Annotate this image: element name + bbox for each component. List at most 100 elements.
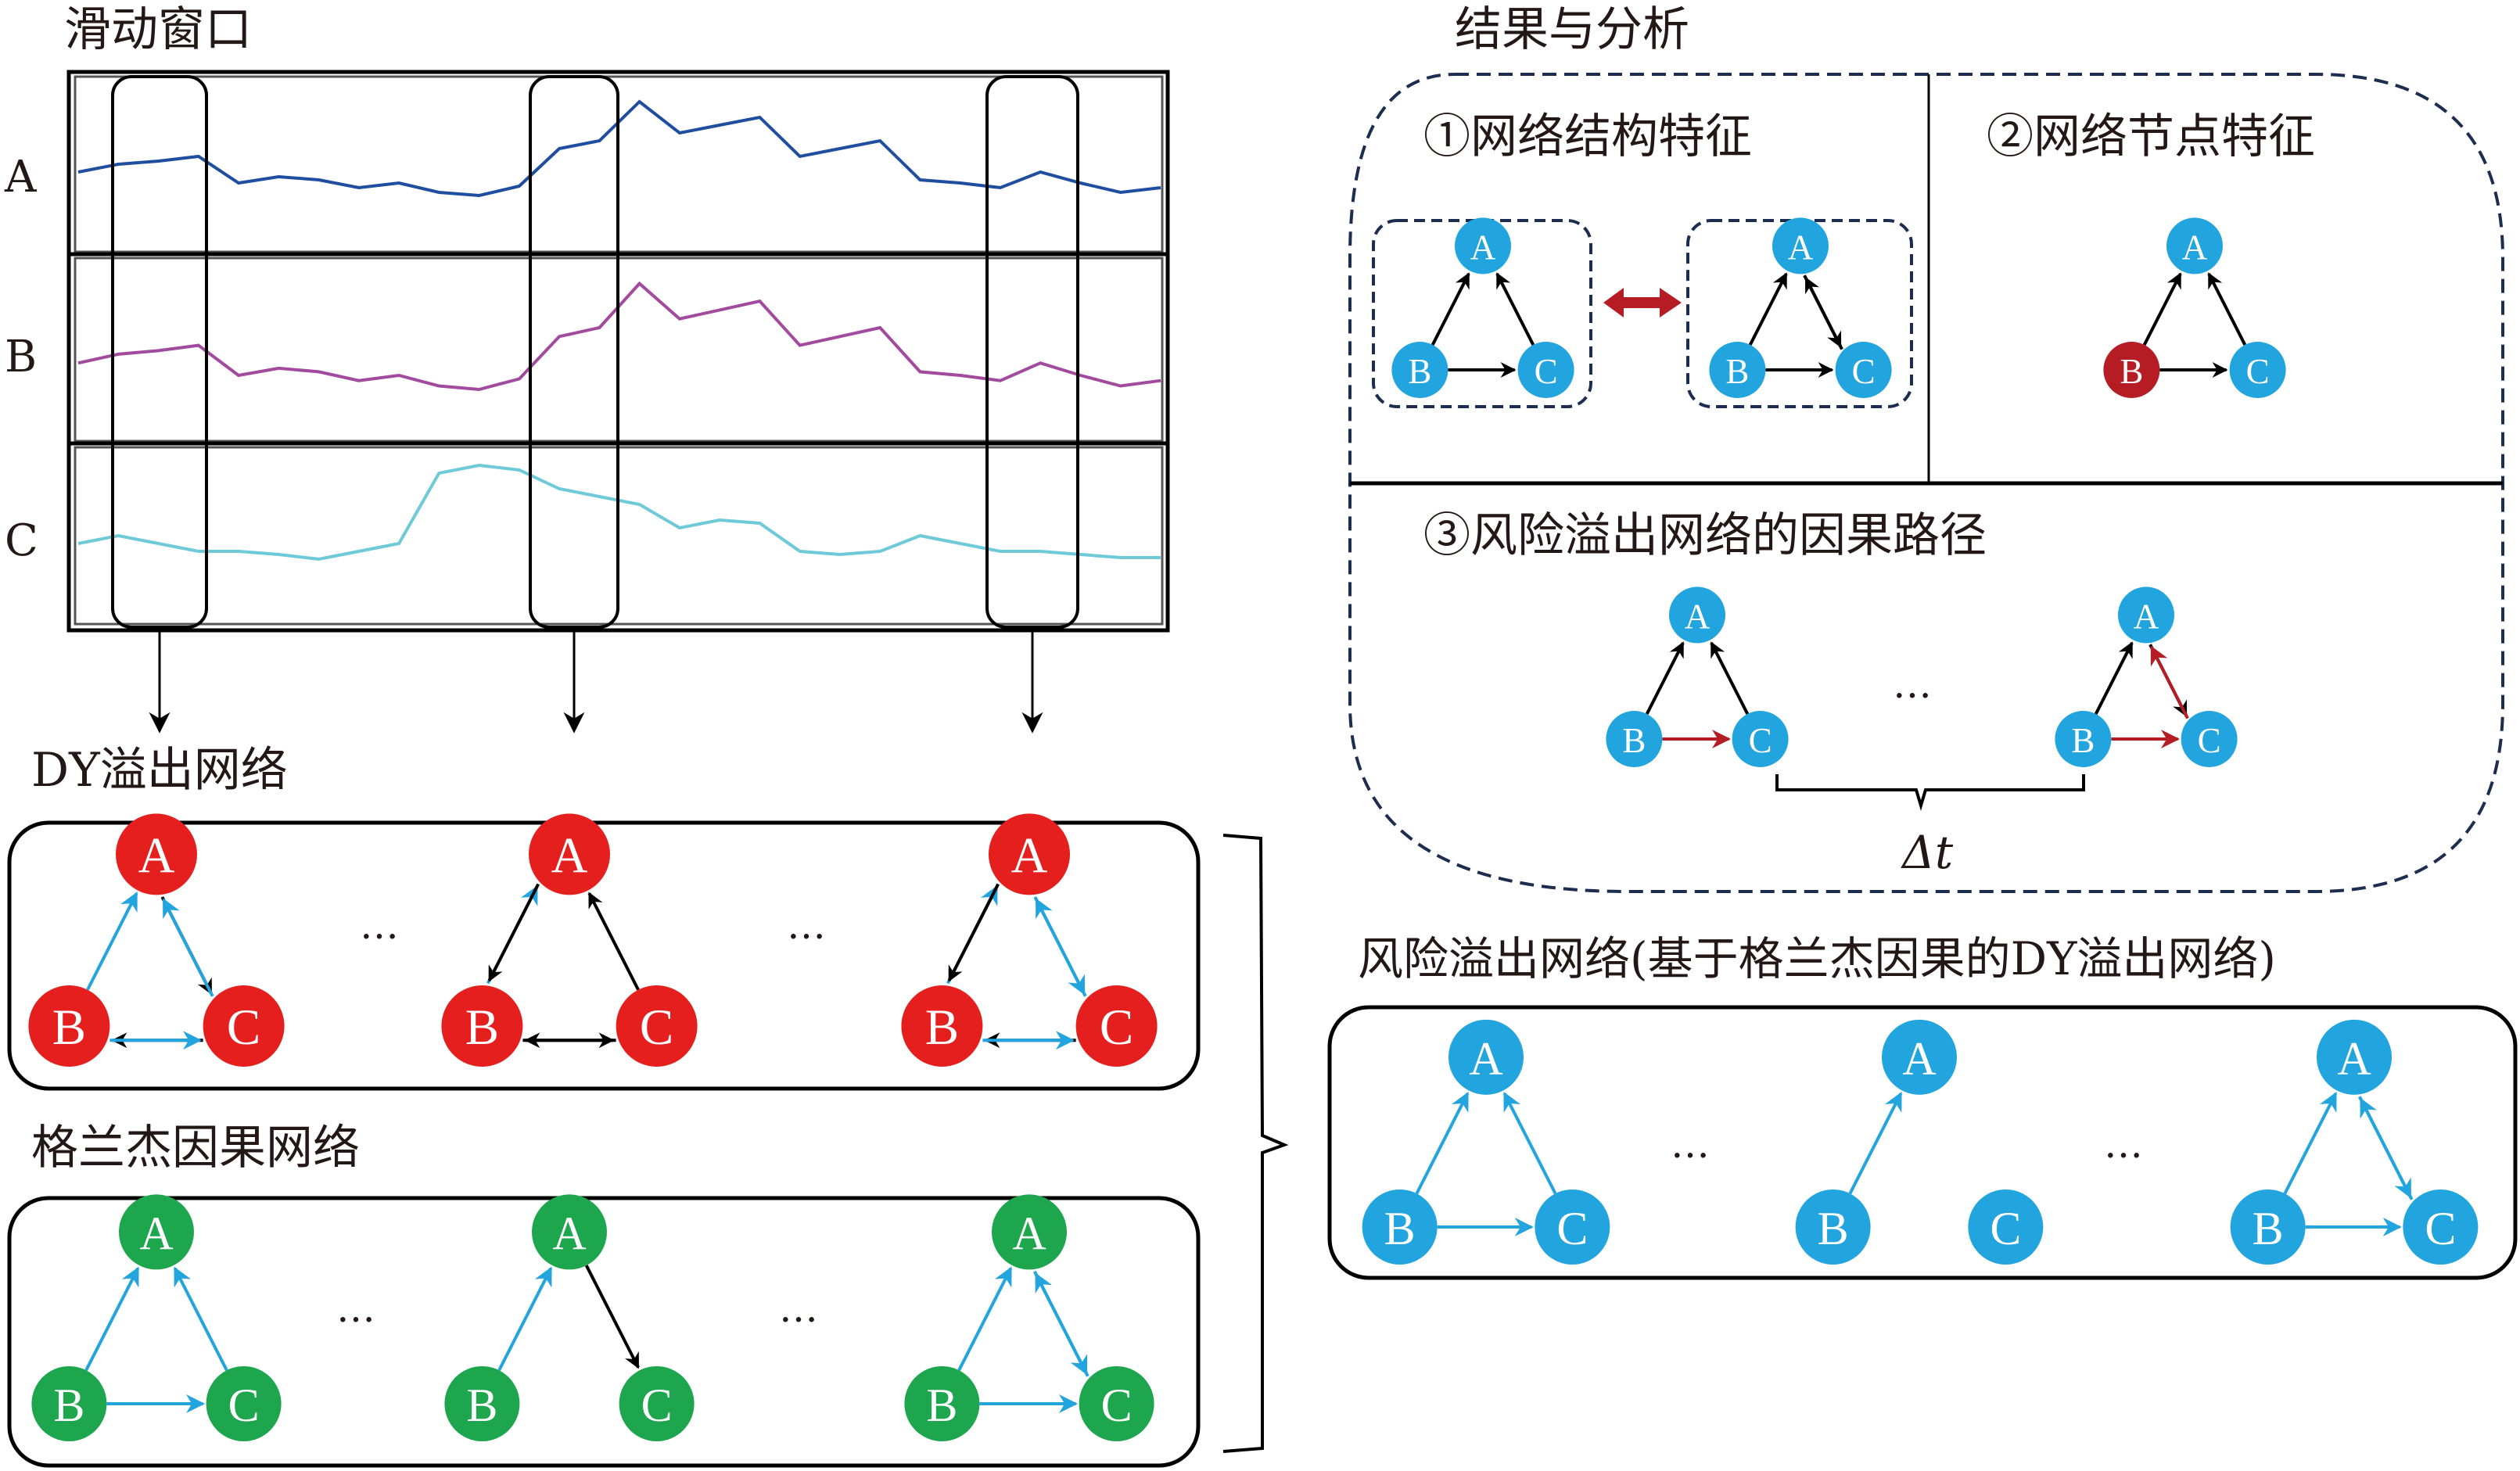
node-label: B (1622, 721, 1646, 760)
series-label-b: B (5, 332, 37, 382)
node-label: C (1100, 999, 1133, 1056)
edge-C-to-A (1034, 1272, 1089, 1377)
node-label: A (1012, 1207, 1046, 1259)
edge-B-to-A (957, 1266, 1013, 1372)
sliding-window-1[interactable] (111, 75, 208, 629)
node-label: B (2071, 721, 2095, 760)
node-label: C (1852, 352, 1876, 391)
edge-C-to-A (1035, 898, 1087, 997)
dy-ellipsis-1: … (360, 902, 399, 948)
node-A: A (529, 813, 610, 895)
node-label: C (2425, 1203, 2456, 1254)
edge-C-to-A (173, 1266, 228, 1372)
risk-network-title: 风险溢出网络(基于格兰杰因果的DY溢出网络) (1358, 932, 2276, 985)
granger-ellipsis-2: … (779, 1286, 818, 1331)
node-label: A (1470, 228, 1496, 267)
sliding-window-title: 滑动窗口 (64, 2, 252, 57)
node-label: B (52, 999, 86, 1056)
node-label: C (1535, 352, 1558, 391)
node-B: B (2103, 342, 2160, 398)
edge-B-to-A (1415, 1092, 1470, 1195)
node-A: A (116, 813, 197, 895)
edge-A-to-B (487, 883, 540, 982)
node-label: A (1788, 228, 1814, 267)
delta-t-label: Δt (1901, 826, 1954, 879)
results-title: 结果与分析 (1455, 2, 1689, 57)
node-label: A (1902, 1033, 1936, 1085)
risk-ellipsis-1: … (1671, 1121, 1710, 1167)
node-label: C (227, 999, 260, 1056)
dy-network-title: DY溢出网络 (31, 743, 288, 798)
node-C: C (1517, 342, 1574, 398)
node-label: A (2182, 228, 2208, 267)
node-label: B (1384, 1203, 1416, 1254)
edge-B-to-A (1431, 272, 1470, 346)
node-B: B (444, 1366, 520, 1441)
node-label: B (1408, 352, 1431, 391)
structure-network-2: A B C (1709, 217, 1892, 398)
node-label: C (1556, 1203, 1588, 1254)
sliding-window-3[interactable] (985, 75, 1079, 629)
edge-C-to-A (587, 892, 640, 991)
section-node-title: ②网络节点特征 (1987, 109, 2315, 164)
edge-C-to-A (2150, 645, 2189, 719)
dy-network-2: A B C (441, 813, 698, 1067)
delta-t-brace (1775, 774, 2085, 811)
node-B: B (904, 1366, 980, 1441)
edge-A-to-B (947, 883, 1000, 982)
edge-B-to-A (497, 1266, 553, 1372)
dy-ellipsis-2: … (787, 902, 826, 948)
sliding-window-2[interactable] (529, 75, 619, 629)
node-A: A (992, 1194, 1067, 1270)
edge-C-to-A (1495, 272, 1535, 346)
node-C: C (203, 985, 285, 1067)
node-label: A (551, 827, 588, 884)
combine-brace (1222, 834, 1289, 1453)
edge-B-to-A (2094, 641, 2134, 715)
edge-C-to-A (2207, 272, 2247, 346)
node-A: A (2317, 1019, 2392, 1095)
node-A: A (1455, 217, 1511, 274)
dy-network-1: A B C (28, 813, 285, 1067)
node-label: B (1725, 352, 1749, 391)
edge-B-to-A (2283, 1092, 2338, 1195)
compare-double-arrow (1603, 288, 1682, 318)
node-C: C (1075, 985, 1158, 1067)
edge-B-to-A (1748, 272, 1788, 346)
node-B: B (441, 985, 523, 1067)
node-label: C (1749, 721, 1772, 760)
node-label: C (1990, 1203, 2021, 1254)
node-label: C (1101, 1380, 1133, 1431)
node-label: C (640, 999, 673, 1056)
edge-B-to-A (86, 892, 138, 991)
node-label: B (926, 1380, 957, 1431)
node-B: B (1362, 1189, 1438, 1265)
node-B: B (1606, 711, 1663, 767)
edge-B-to-A (1645, 641, 1685, 715)
node-label: C (641, 1380, 673, 1431)
node-C: C (616, 985, 698, 1067)
dy-network-box (7, 820, 1201, 1091)
node-A: A (2118, 587, 2174, 644)
node-C: C (1732, 711, 1789, 767)
risk-ellipsis-2: … (2104, 1121, 2143, 1167)
section-structure-title: ①网络结构特征 (1423, 109, 1752, 164)
node-label: A (2134, 597, 2159, 636)
node-C: C (1968, 1189, 2044, 1265)
node-C: C (206, 1366, 282, 1441)
node-C: C (619, 1366, 695, 1441)
node-label: A (2337, 1033, 2371, 1085)
node-B: B (1709, 342, 1766, 398)
node-label: C (228, 1380, 260, 1431)
granger-network-title: 格兰杰因果网络 (31, 1121, 360, 1175)
node-B: B (31, 1366, 107, 1441)
node-B: B (1795, 1189, 1871, 1265)
node-label: C (2198, 721, 2221, 760)
